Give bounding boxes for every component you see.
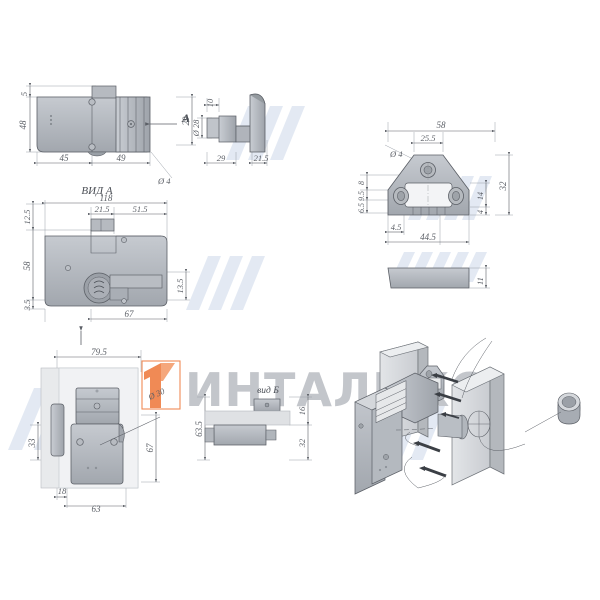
viewbf-body [70,423,124,485]
viewa-screw-top [121,237,127,243]
dim-viewa-body-height: 58 [22,261,32,271]
dim-front-body-height: 48 [18,120,28,130]
viewa-screw-bottom [121,298,127,304]
dim-strike-left-mid: 9.5 [357,191,366,201]
dim-strike-hole-dia: Ø 4 [389,149,403,159]
dim-viewa-bottom-width: 67 [125,309,135,319]
assembly-board-right-edge [489,366,505,475]
dim-side-plate-thickness: 21.5 [254,153,269,163]
side-plate [249,93,266,153]
dim-viewbf-left-offset: 33 [27,438,37,449]
strike-plate-edge-view [387,267,470,289]
dim-strike-height: 32 [498,181,508,192]
viewbf-side-strike [50,403,65,457]
view-b-front-group: 79.5 33 18 63 67 Ø 30 [27,326,167,514]
strike-plate-group: 58 25.5 Ø 4 32 14 4 8 9.5 6.5 4.5 44.5 1… [357,120,513,289]
viewa-screw-left [65,265,71,271]
assembly-screws [413,373,462,478]
screw-hole-top [88,98,96,106]
dim-front-hole-diameter: Ø 4 [157,176,171,186]
viewbf-screw-mid [93,402,101,410]
dim-viewbf-plate-width: 63 [92,504,102,514]
lock-top-tab [91,85,117,99]
viewb-strike [204,427,215,443]
dim-front-right-width: 49 [117,153,127,163]
section-label-a: A [181,111,190,125]
dim-viewa-left-seg: 21.5 [95,204,110,214]
dim-front-latch-height: 29 [181,116,191,126]
dim-strike-hole-edge: 4.5 [391,222,402,232]
viewa-top-tab [90,218,115,232]
assembly-group [354,337,581,495]
dim-viewbf-plate-height: 67 [145,443,155,453]
viewa-lock-body [44,235,168,307]
dim-viewa-right-seg: 51.5 [133,204,148,214]
view-a-title: ВИД А [81,185,112,197]
dim-front-top-flange: 5 [19,92,29,96]
view-side-detail: 10 Ø 28 29 21.5 [191,93,269,166]
dim-side-cyl-diameter: Ø 28 [191,119,201,138]
view-a-group: ВИД А 118 21.5 51.5 12.5 58 3.5 13.5 67 [22,185,190,322]
brand-watermark-text: ИНТАЛИКО [185,363,490,417]
dim-viewbf-door-width: 79.5 [91,347,107,357]
dim-viewa-bottom-offset: 3.5 [22,300,32,312]
dim-side-depth: 29 [217,153,226,163]
dim-viewbf-inset: 18 [58,486,67,496]
brand-logo-icon [141,360,181,410]
viewb-lock-body [213,424,267,446]
assembly-screw-hole-upper [358,423,364,429]
leader-bore [99,416,161,446]
viewbf-screw-left [76,438,84,446]
dim-strike-bottom-lip: 4 [476,210,485,214]
dim-strike-left-top: 8 [357,181,366,185]
dim-viewb-lower: 32 [297,438,307,448]
view-b-group: вид Б 63.5 16 32 [194,385,312,461]
dim-strike-slot-height: 14 [476,192,485,200]
dim-viewb-upper: 16 [297,406,307,415]
dim-front-left-width: 45 [60,153,70,163]
viewb-door-edge [204,410,291,426]
dim-viewa-top-offset: 12.5 [22,210,32,225]
lock-cylinder-bottom [87,151,107,157]
strike-plate-slot [404,182,453,208]
dim-strike-center-offset: 25.5 [421,133,436,143]
assembly-screw-hole-lower [383,454,389,460]
view-b-title: вид Б [257,385,279,396]
dim-strike-left-bottom: 6.5 [357,203,366,213]
dim-strike-thickness: 11 [475,277,485,285]
dim-viewb-overall: 63.5 [194,421,204,437]
dim-viewa-width: 118 [100,193,113,203]
cylinder-collar [218,115,237,143]
viewa-latch-bolt [109,274,163,289]
dim-strike-width: 58 [437,120,447,130]
view-front-lock: 5 48 45 49 29 Ø 4 A [18,83,196,186]
dim-strike-hole-spacing: 44.5 [420,232,436,242]
dim-viewa-bolt-travel: 13.5 [175,279,185,294]
dim-side-cyl-width: 10 [205,98,215,107]
assembly-lock-window [375,380,407,424]
screw-hole-bottom [88,143,96,151]
